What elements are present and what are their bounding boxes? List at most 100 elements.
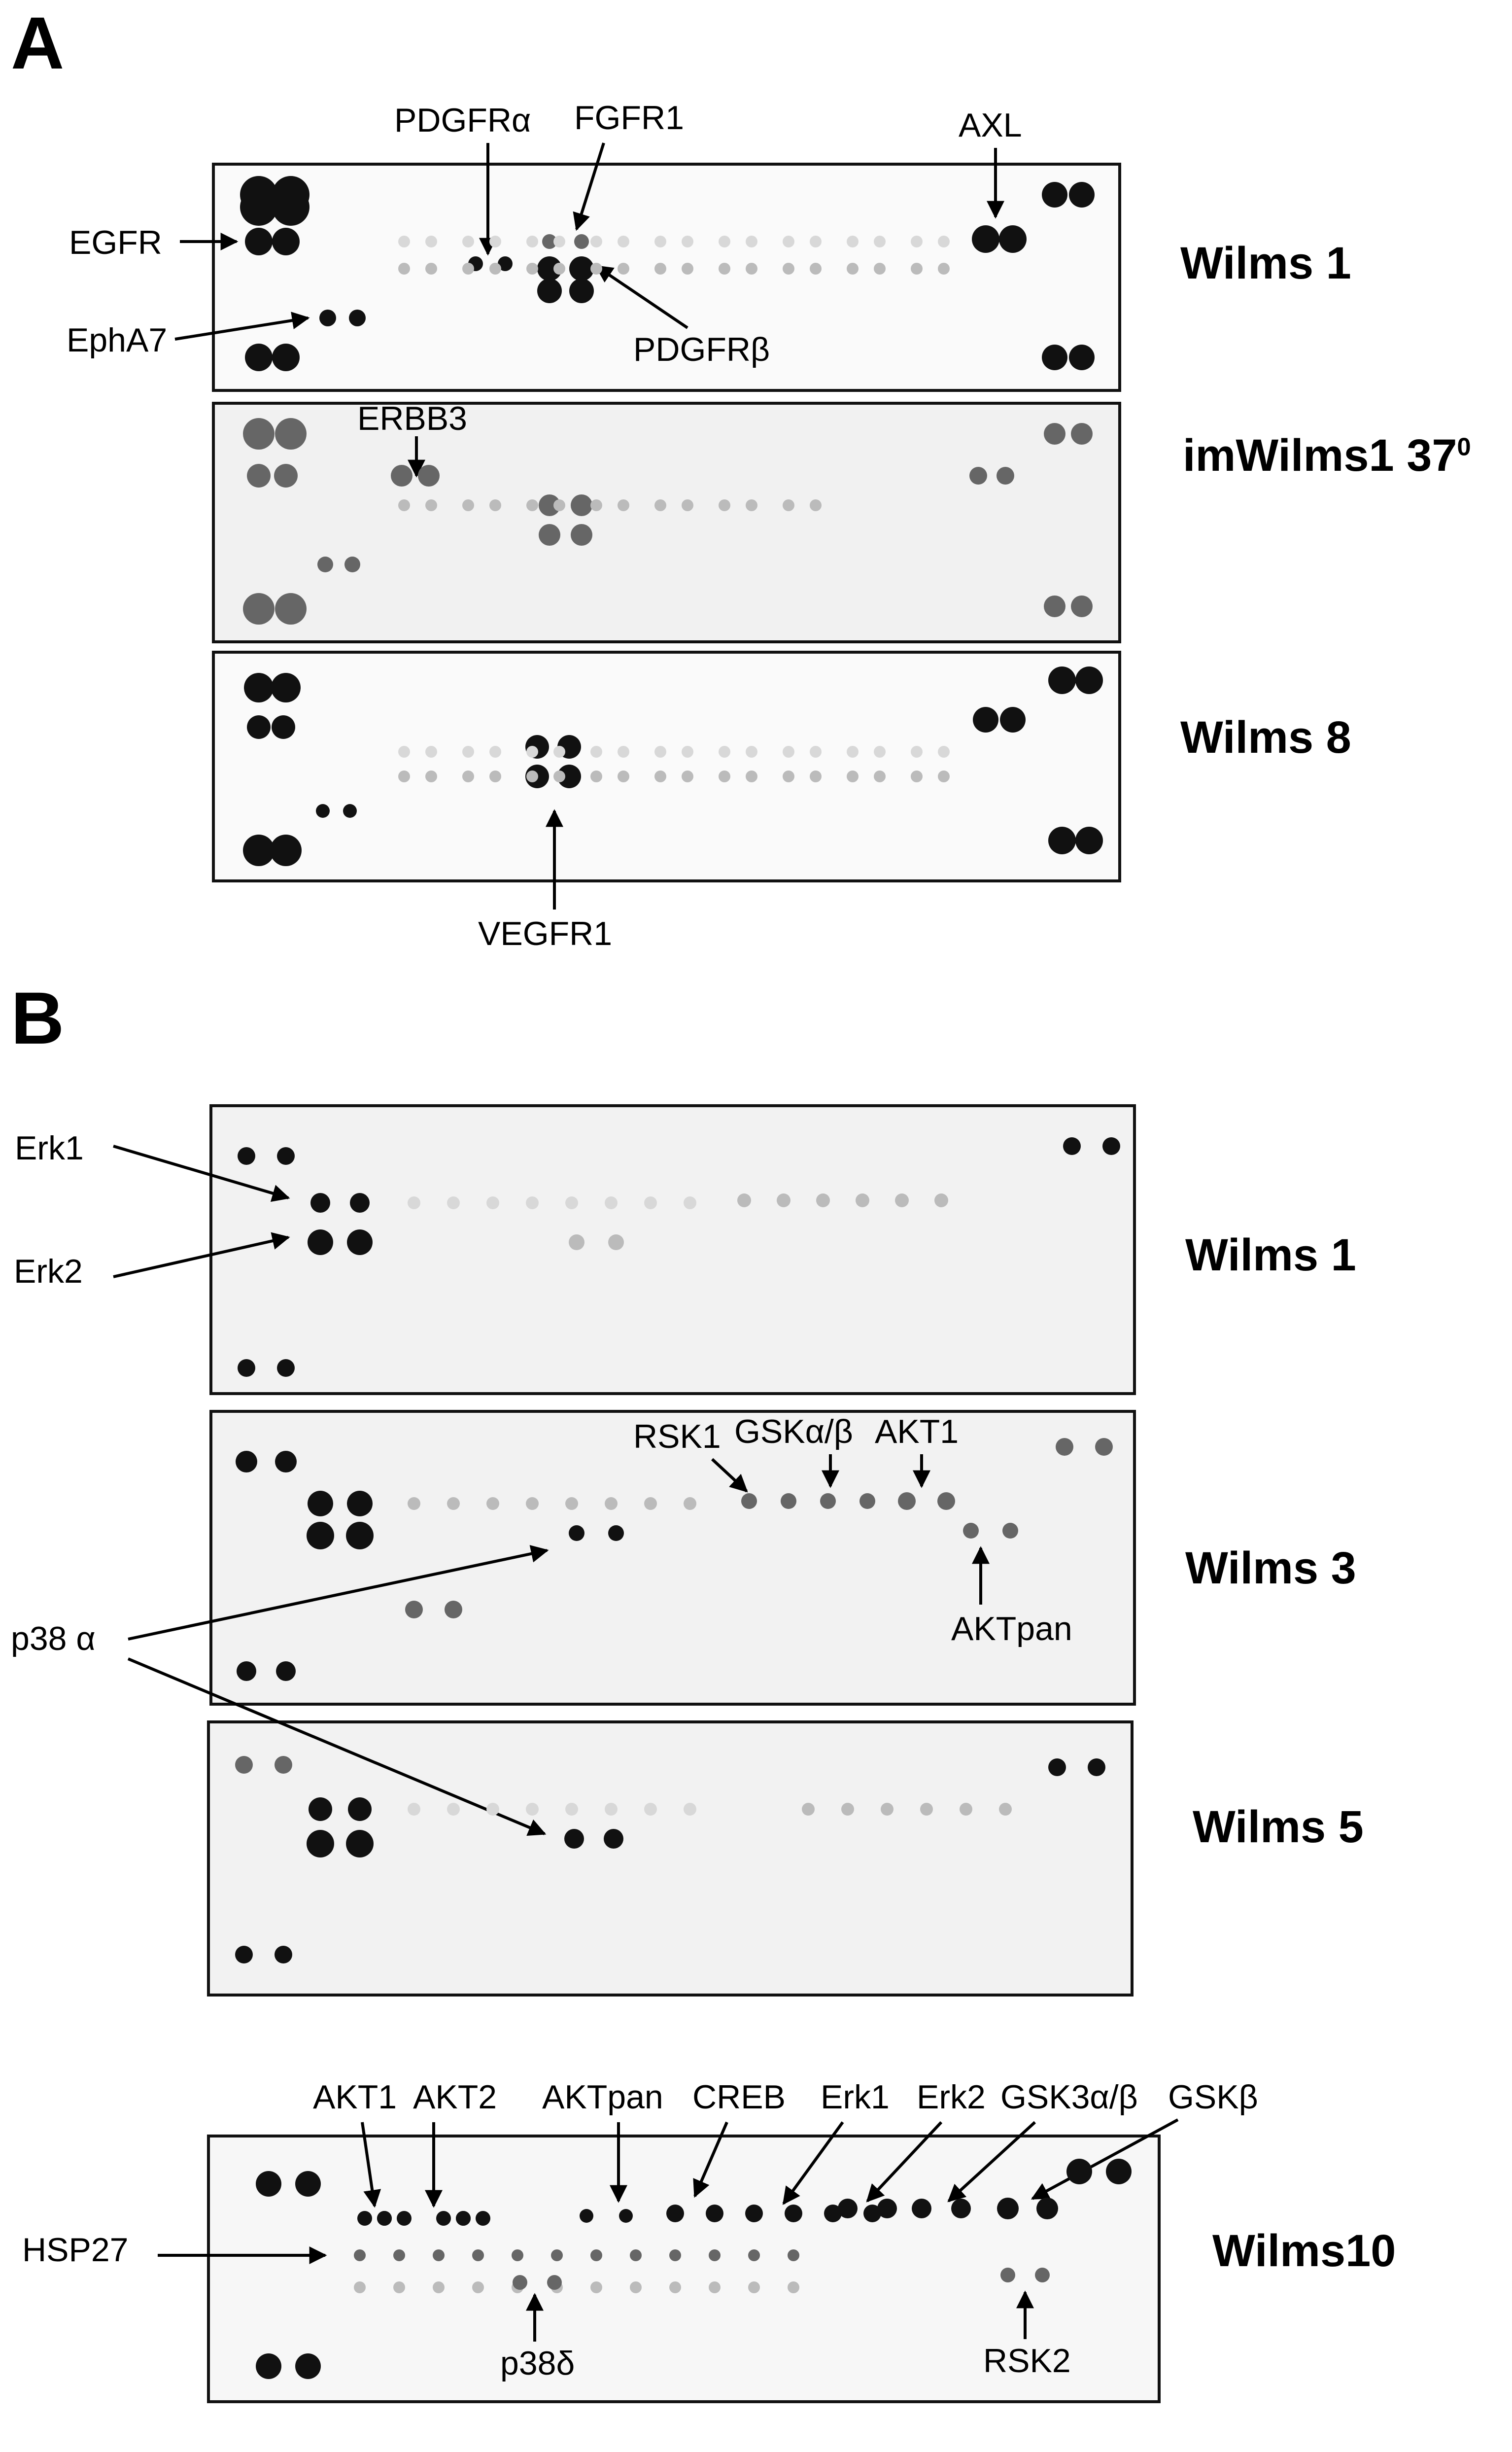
reference-spot [1071, 595, 1093, 617]
blot-spot [895, 1193, 909, 1207]
blot-spot [654, 236, 666, 247]
reference-spot [1095, 1438, 1113, 1456]
label-pdgfrb: PDGFRβ [633, 331, 770, 368]
blot-spot [682, 236, 693, 247]
blot-spot [354, 2281, 366, 2293]
blot-spot [472, 2249, 484, 2261]
blot-spot [569, 1234, 584, 1250]
blot-spot [489, 746, 501, 758]
gsk-spot [1036, 2198, 1058, 2219]
blot-spot [425, 746, 437, 758]
reference-spot [238, 1147, 255, 1165]
epha7-spot [349, 310, 366, 326]
blot-spot [590, 499, 602, 511]
blot-spot [788, 2249, 799, 2261]
label-erk1-wilms10: Erk1 [821, 2078, 890, 2116]
blot-spot [719, 499, 730, 511]
blot-spot [783, 499, 794, 511]
blot-spot [433, 2281, 445, 2293]
blot-spot [486, 1196, 499, 1209]
blot-spot [810, 236, 822, 247]
blot-spot [748, 2281, 760, 2293]
pdgfrb-spot [571, 524, 592, 546]
blot-spot [526, 263, 538, 275]
blot-spot [911, 746, 923, 758]
blot-spot [462, 499, 474, 511]
blot-spot [608, 1234, 624, 1250]
blot-spot [810, 263, 822, 275]
rsk1-spot [741, 1493, 757, 1509]
label-akt1: AKT1 [875, 1413, 959, 1450]
blot-spot [682, 263, 693, 275]
blot-spot [785, 2205, 802, 2222]
erk2-spot [346, 1830, 374, 1857]
reference-spot [243, 835, 275, 866]
row-label-wilms5-b: Wilms 5 [1193, 1802, 1364, 1852]
pdgfrb-spot [569, 279, 594, 303]
reference-spot [256, 2171, 281, 2197]
blot-spot [938, 236, 950, 247]
reference-spot [256, 2353, 281, 2379]
label-akt2-wilms10: AKT2 [413, 2078, 497, 2116]
rsk2-spot [1035, 2268, 1050, 2282]
p38a-spot [569, 1525, 584, 1541]
blot-spot [938, 746, 950, 758]
erk2-spot [308, 1229, 333, 1255]
blot-spot [816, 1193, 830, 1207]
blot-spot [684, 1803, 696, 1816]
blot-spot [719, 746, 730, 758]
fgfr1-spot [574, 234, 589, 249]
blot-spot [486, 1803, 499, 1816]
blot-spot [630, 2281, 642, 2293]
blot-spot [783, 236, 794, 247]
blot-spot [618, 236, 629, 247]
blot-spot [719, 263, 730, 275]
egfr-spot [272, 228, 300, 255]
blot-spot [719, 771, 730, 782]
blot-spot [618, 746, 629, 758]
label-fgfr1: FGFR1 [574, 99, 684, 137]
blot-spot [745, 2205, 763, 2222]
p38a-spot [564, 1829, 584, 1849]
blot-spot [393, 2249, 405, 2261]
blot-spot [746, 499, 757, 511]
pdgfrb-spot [539, 524, 560, 546]
reference-spot [277, 1359, 295, 1377]
blot-spot [682, 746, 693, 758]
akt-spot [397, 2211, 412, 2226]
pdgfrb-spot [537, 279, 562, 303]
blot-spot [644, 1196, 657, 1209]
blot-spot [565, 1497, 578, 1510]
reference-spot [1075, 666, 1103, 694]
erk-spot [912, 2199, 931, 2218]
label-aktpan: AKTpan [951, 1610, 1072, 1647]
reference-spot [245, 344, 273, 371]
blot-spot [911, 771, 923, 782]
blot-spot [654, 746, 666, 758]
blot-spot [489, 263, 501, 275]
blot-spot [605, 1196, 618, 1209]
blot-spot [605, 1803, 618, 1816]
reference-spot [270, 835, 302, 866]
blot-spot [425, 263, 437, 275]
blot-spot [847, 263, 859, 275]
blot-spot [719, 236, 730, 247]
erk1-spot [309, 1797, 332, 1821]
blot-spot [783, 263, 794, 275]
reference-spot [272, 188, 309, 226]
blot-spot [472, 2281, 484, 2293]
blot-spot [644, 1497, 657, 1510]
blot-spot [272, 715, 295, 739]
blot-spot [856, 1193, 869, 1207]
blot-spot [746, 771, 757, 782]
blot-spot [669, 2281, 681, 2293]
row-label-wilms1-b: Wilms 1 [1185, 1230, 1356, 1280]
reference-spot [275, 593, 307, 625]
erk1-spot [350, 1193, 370, 1213]
row-label-wilms3-b: Wilms 3 [1185, 1543, 1356, 1593]
akt-spot [436, 2211, 451, 2226]
epha7-spot [316, 804, 330, 818]
reference-spot [1071, 423, 1093, 445]
reference-spot [295, 2353, 321, 2379]
blot-spot [447, 1196, 460, 1209]
